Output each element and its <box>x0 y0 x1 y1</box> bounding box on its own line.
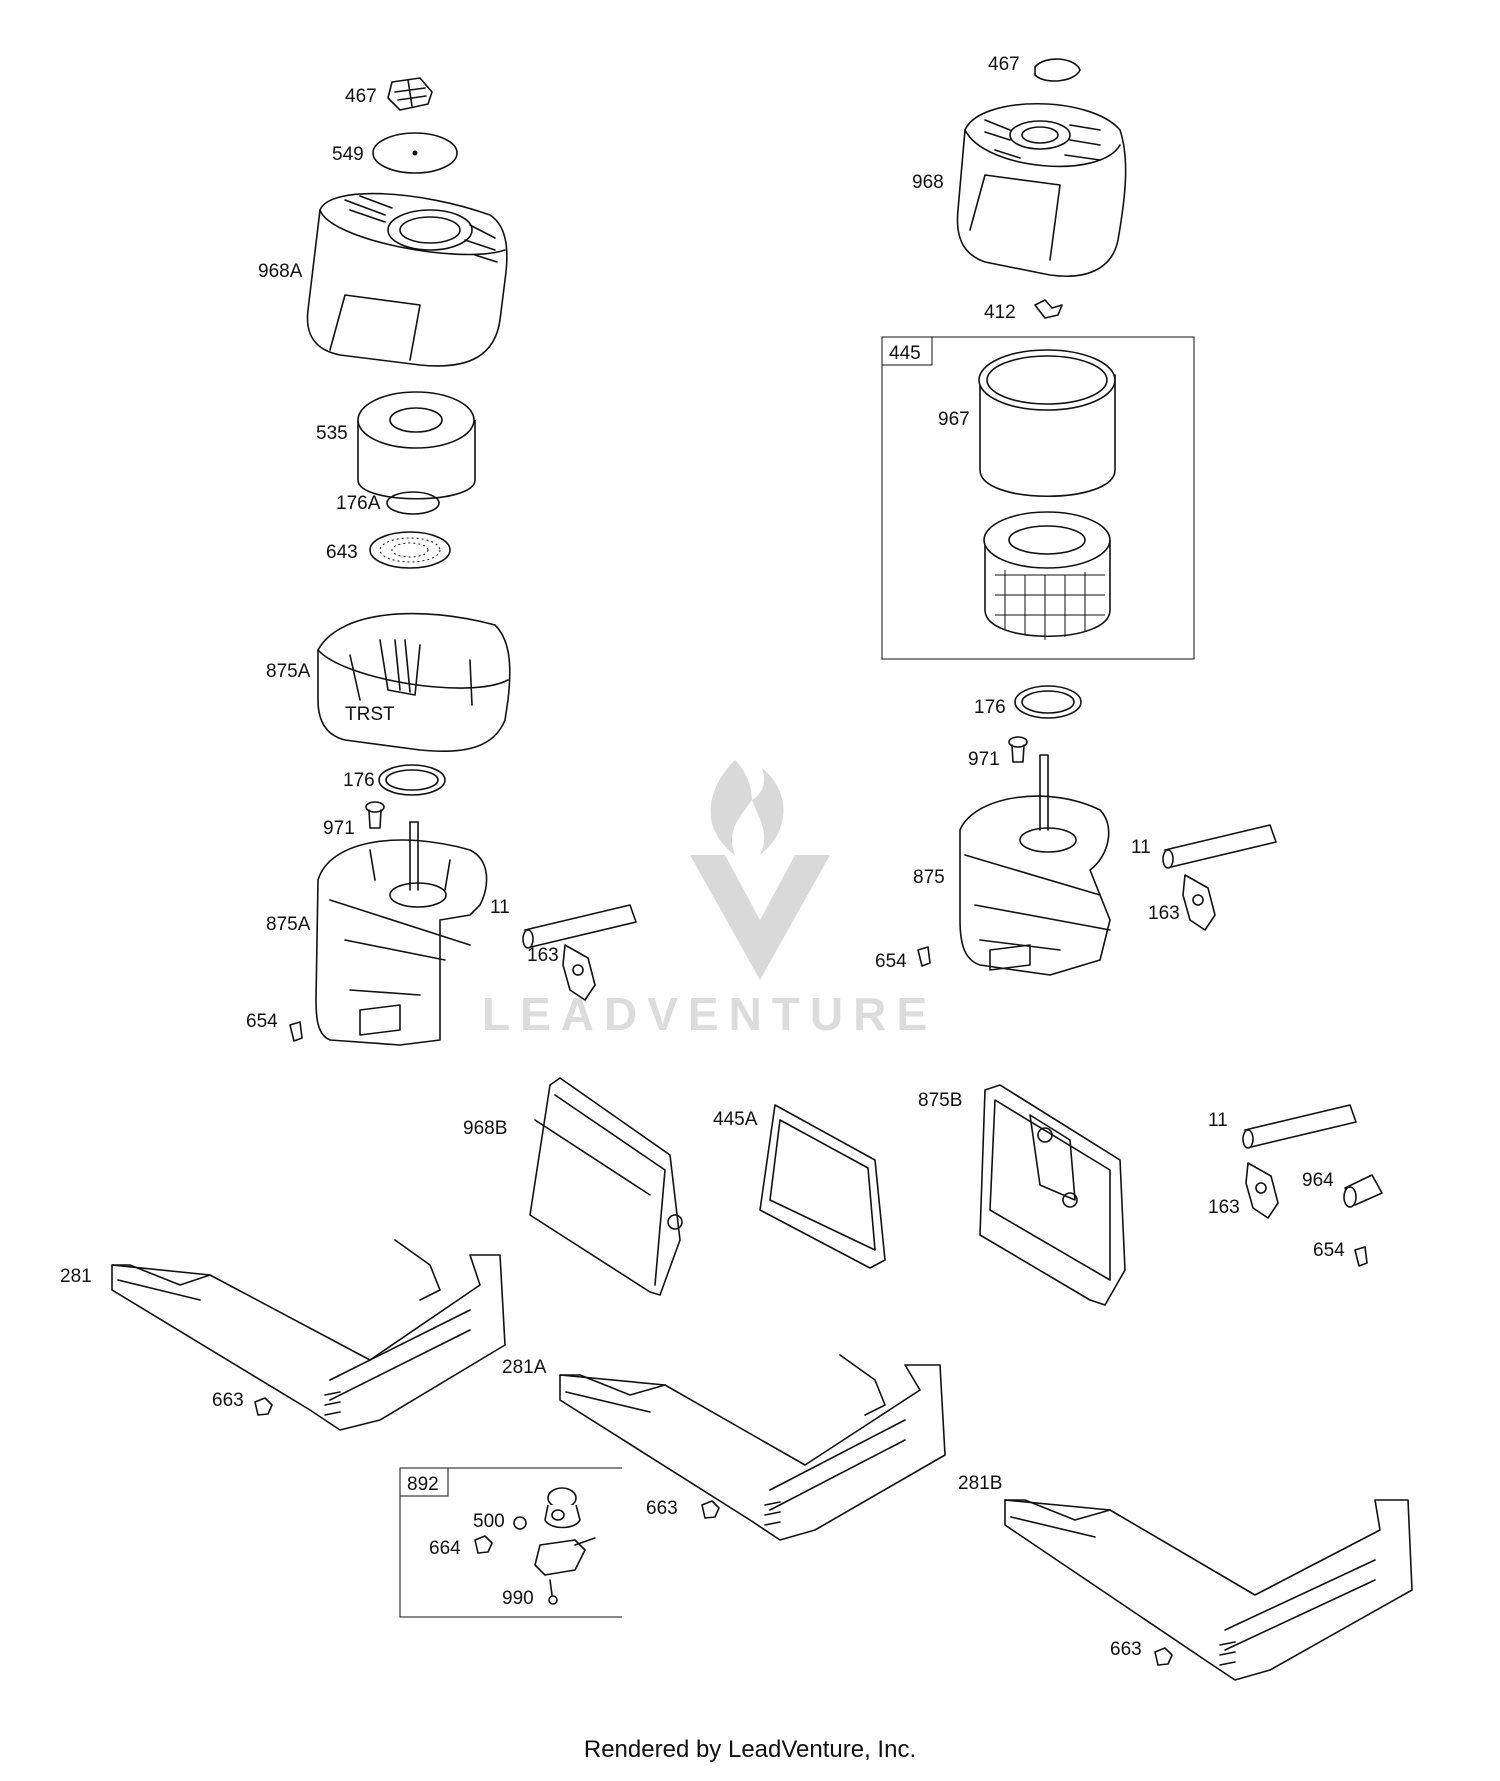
label-176a: 176A <box>336 493 381 514</box>
part-445a-filter <box>759 1104 886 1269</box>
label-967: 967 <box>938 409 970 430</box>
watermark-text: LEADVENTURE <box>482 988 937 1040</box>
label-163-mid: 163 <box>1208 1197 1240 1218</box>
label-549: 549 <box>332 144 364 165</box>
kit-445-box <box>881 336 1195 660</box>
label-11: 11 <box>490 897 510 918</box>
label-663-3: 663 <box>1110 1639 1142 1660</box>
label-11-right: 11 <box>1131 837 1151 858</box>
label-875a-lower: 875A <box>266 914 311 935</box>
part-11-tube-left <box>522 904 637 949</box>
label-875: 875 <box>913 867 945 888</box>
label-892: 892 <box>407 1474 439 1495</box>
part-412-wingnut <box>1034 299 1063 319</box>
label-643: 643 <box>326 542 358 563</box>
part-892-valve <box>544 1487 581 1529</box>
label-281b: 281B <box>958 1473 1002 1494</box>
label-654-right: 654 <box>875 951 907 972</box>
part-654-clip-mid <box>1354 1246 1368 1267</box>
part-163-gasket-mid <box>1245 1162 1279 1219</box>
label-281: 281 <box>60 1266 92 1287</box>
label-971-right: 971 <box>968 749 1000 770</box>
label-163: 163 <box>527 945 559 966</box>
part-11-tube-right <box>1162 824 1277 869</box>
part-163-gasket-right <box>1182 874 1216 931</box>
label-535: 535 <box>316 423 348 444</box>
part-964-sleeve <box>1343 1174 1383 1208</box>
part-643-screen <box>369 531 451 569</box>
part-176-ring-left <box>378 764 446 796</box>
part-535-foam <box>357 391 476 500</box>
label-11-mid: 11 <box>1208 1110 1228 1131</box>
svg-text:TRST: TRST <box>345 704 395 725</box>
part-875a-upper: TRST <box>317 612 511 753</box>
label-664: 664 <box>429 1538 461 1559</box>
part-281b-bracket <box>1004 1499 1413 1681</box>
part-281a-bracket <box>559 1354 946 1541</box>
part-971-screw-left <box>365 801 385 829</box>
part-654-clip-right <box>917 946 931 967</box>
label-176-right: 176 <box>974 697 1006 718</box>
part-467-knob <box>387 77 433 111</box>
part-664-nut <box>474 1535 493 1554</box>
part-967-prefilter <box>978 349 1116 497</box>
part-971-screw-right <box>1008 736 1028 763</box>
part-176-ring-right <box>1014 685 1082 719</box>
footer-credit: Rendered by LeadVenture, Inc. <box>584 1736 916 1763</box>
label-445a: 445A <box>713 1109 758 1130</box>
part-875a-lower <box>315 821 488 1046</box>
part-968b-cover <box>529 1077 683 1296</box>
label-467: 467 <box>345 86 377 107</box>
part-467-knob-right <box>1034 58 1081 82</box>
label-500: 500 <box>473 1511 505 1532</box>
label-663-2: 663 <box>646 1498 678 1519</box>
part-500-clip <box>513 1516 527 1530</box>
watermark-logo: LEADVENTURE <box>482 760 937 1040</box>
label-412: 412 <box>984 302 1016 323</box>
part-163-gasket-left <box>562 944 596 1001</box>
label-968b: 968B <box>463 1118 507 1139</box>
part-11-tube-mid <box>1242 1104 1357 1149</box>
label-163-right: 163 <box>1148 903 1180 924</box>
label-663-1: 663 <box>212 1390 244 1411</box>
part-990-lever <box>534 1537 596 1605</box>
label-968: 968 <box>912 172 944 193</box>
label-445: 445 <box>889 343 921 364</box>
part-654-clip-left <box>289 1021 303 1042</box>
label-968a: 968A <box>258 261 303 282</box>
label-990: 990 <box>502 1588 534 1609</box>
part-968-cover <box>956 102 1127 277</box>
label-971: 971 <box>323 818 355 839</box>
label-875b: 875B <box>918 1090 962 1111</box>
label-964: 964 <box>1302 1170 1334 1191</box>
part-663-nut-3 <box>1154 1647 1173 1666</box>
part-875b-base <box>979 1084 1126 1306</box>
part-176a-ring <box>386 491 440 515</box>
part-663-nut-1 <box>254 1397 273 1416</box>
part-875-base <box>959 754 1111 976</box>
part-968a-cover <box>306 192 508 367</box>
part-549-washer <box>372 132 458 174</box>
part-281-bracket <box>111 1239 506 1431</box>
part-445-filter <box>983 511 1111 640</box>
label-467-right: 467 <box>988 54 1020 75</box>
label-176: 176 <box>343 770 375 791</box>
label-875a-upper: 875A <box>266 661 311 682</box>
label-654: 654 <box>246 1011 278 1032</box>
label-654-mid: 654 <box>1313 1240 1345 1261</box>
kit-892-box <box>399 1467 622 1618</box>
label-281a: 281A <box>502 1357 547 1378</box>
part-663-nut-2 <box>701 1500 720 1519</box>
